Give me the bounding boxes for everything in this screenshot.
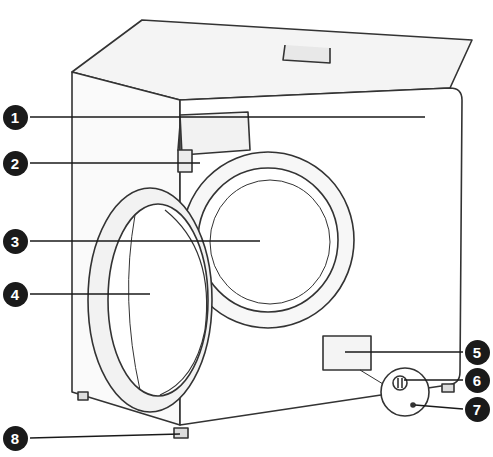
callout-number: 4 bbox=[3, 282, 28, 307]
callout-number: 2 bbox=[3, 151, 28, 176]
callout-number: 8 bbox=[3, 426, 28, 451]
callout-number: 1 bbox=[3, 105, 28, 130]
callout-number: 3 bbox=[3, 229, 28, 254]
callout-number: 6 bbox=[465, 368, 490, 393]
callout-number: 5 bbox=[465, 340, 490, 365]
callout-number: 7 bbox=[465, 397, 490, 422]
